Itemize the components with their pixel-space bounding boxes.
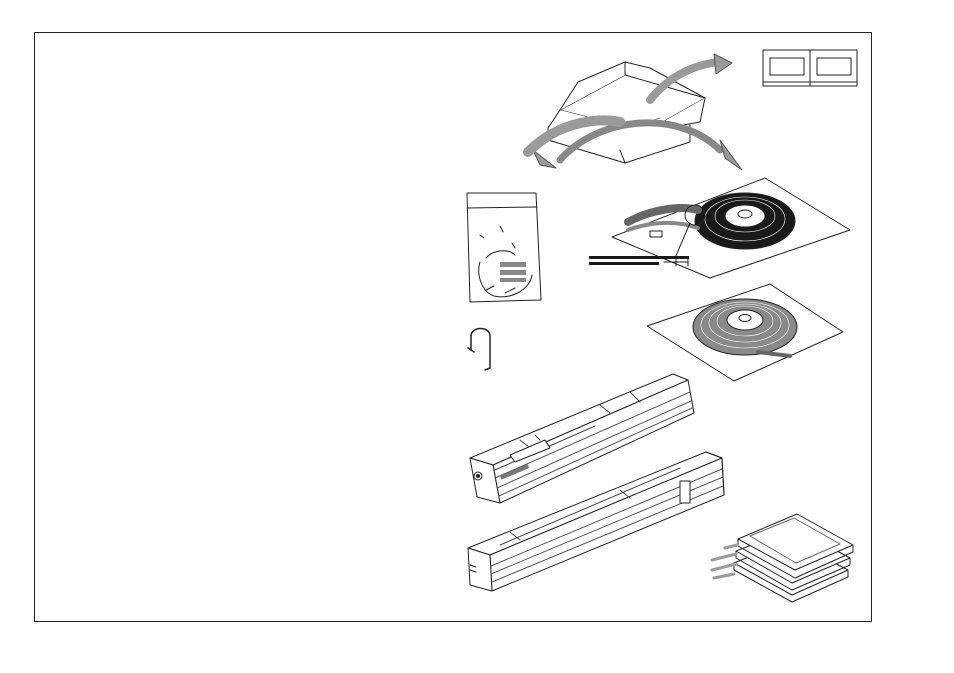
cable-reel-grey <box>647 284 843 381</box>
parts-bag <box>467 193 541 302</box>
instruction-booklet <box>763 50 857 86</box>
shipping-box-unpack <box>528 54 742 170</box>
page-frame <box>34 32 872 622</box>
rail-unit-rear <box>468 452 724 591</box>
rail-unit-front <box>470 374 694 503</box>
cable-reel-black <box>589 178 850 278</box>
hook-clip <box>468 329 490 371</box>
panel-stack <box>712 514 853 602</box>
